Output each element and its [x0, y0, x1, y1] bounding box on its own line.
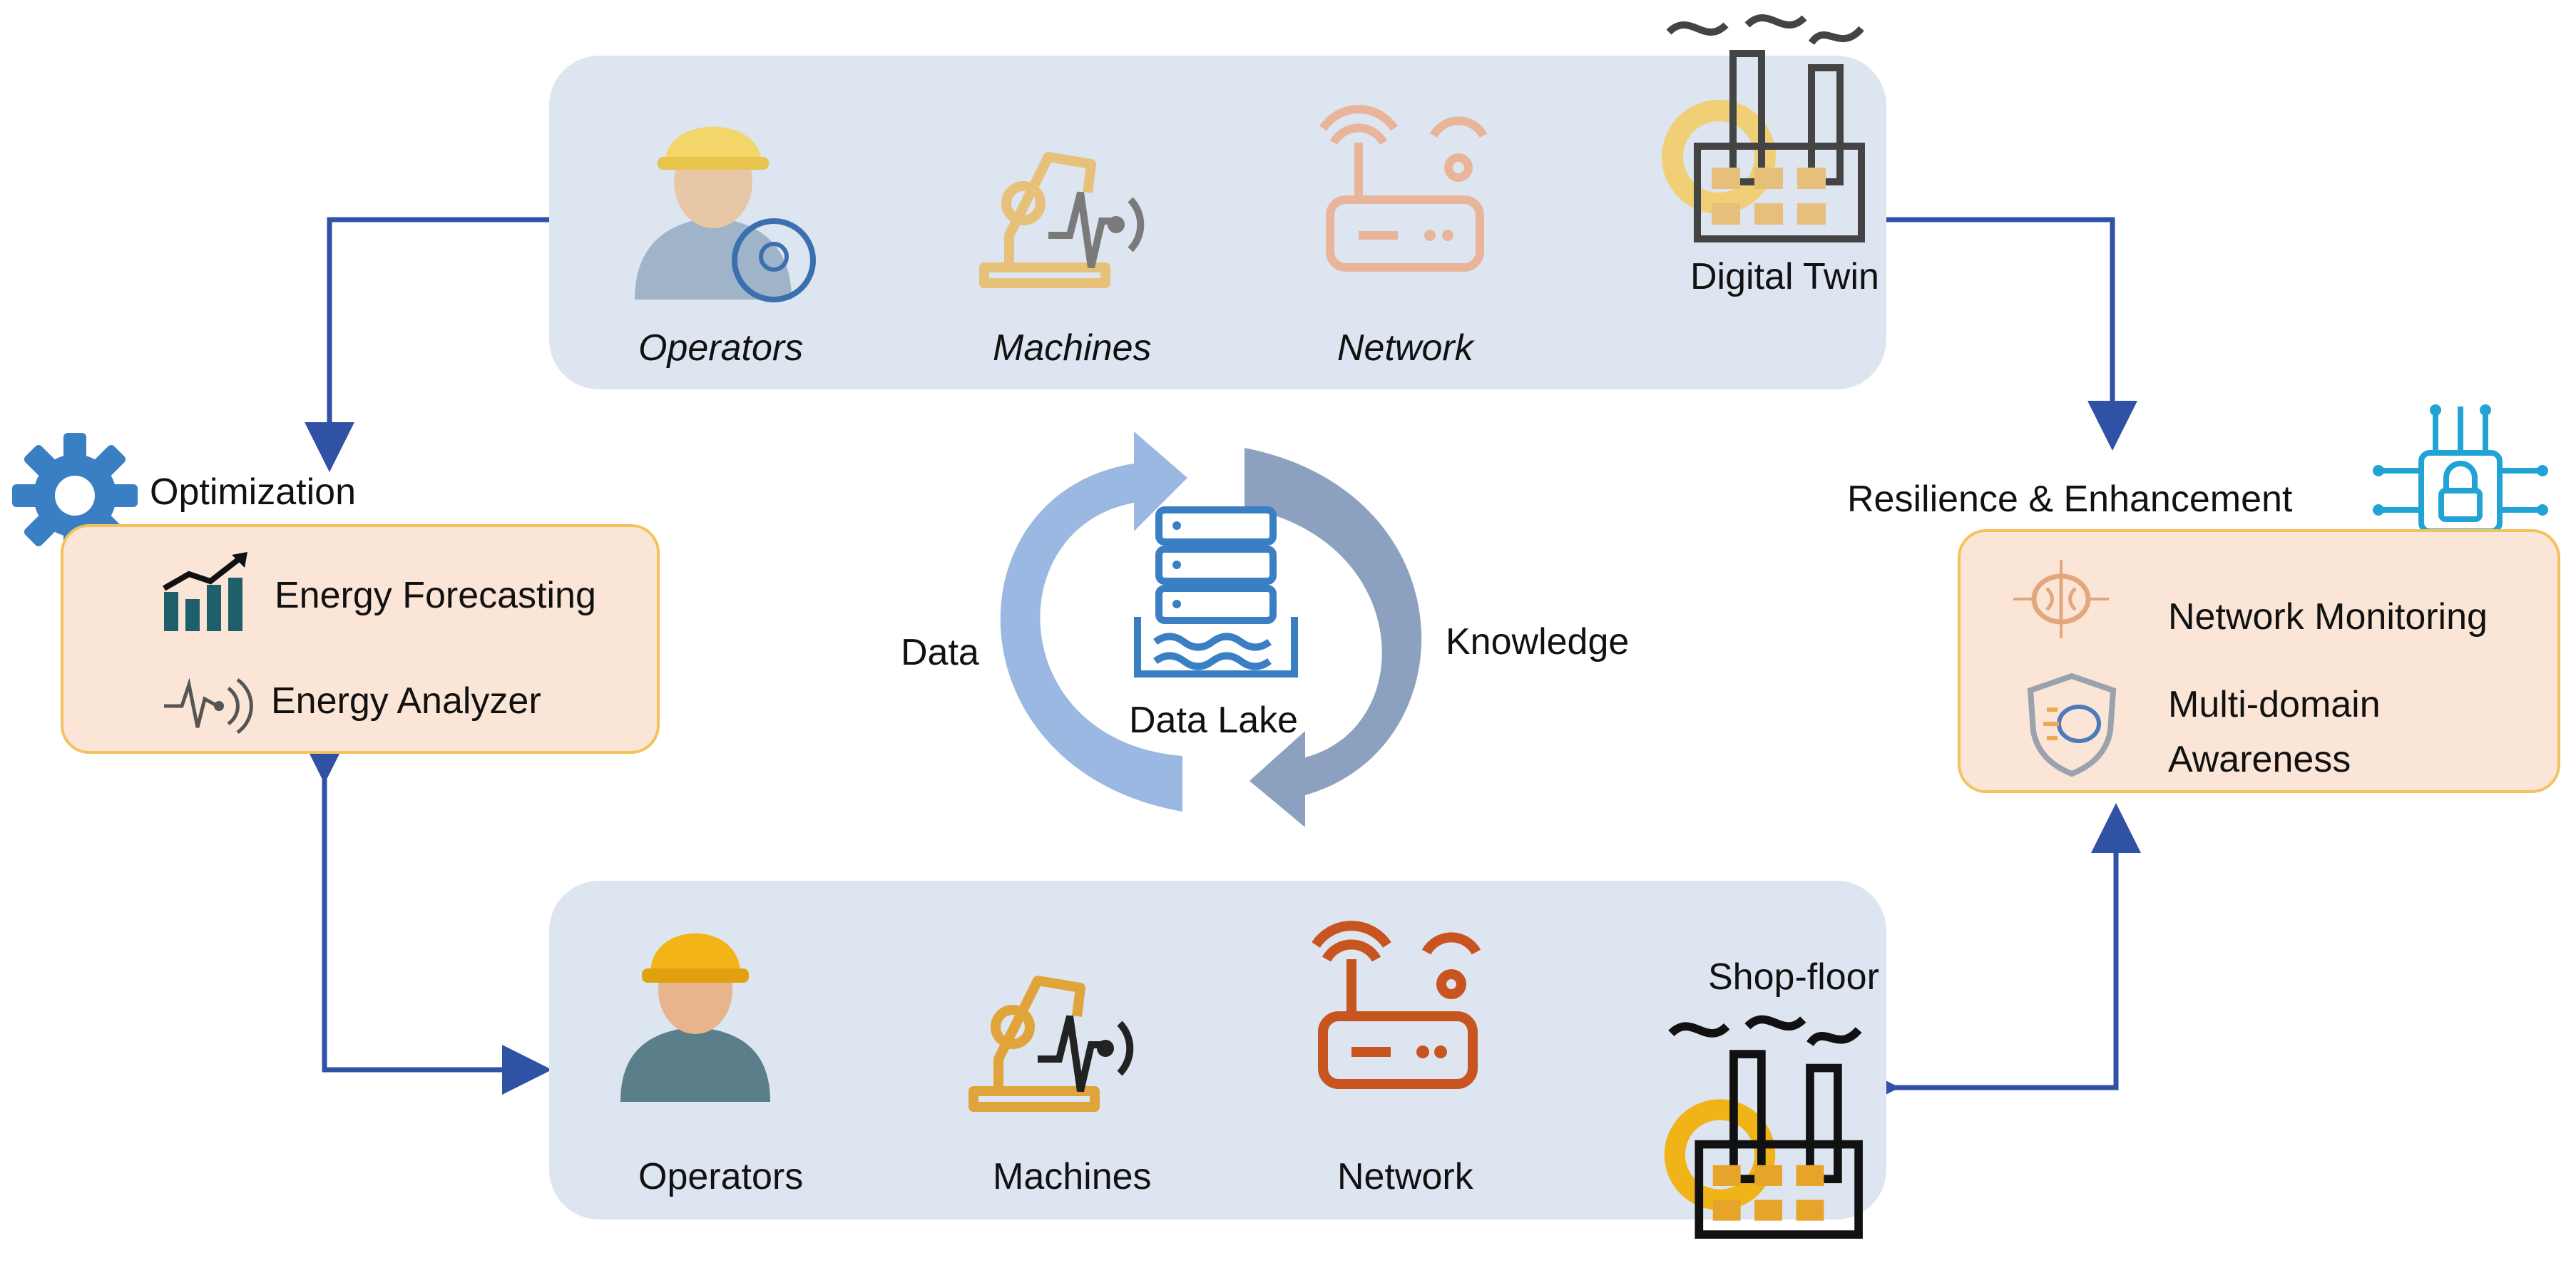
connector-shopfloor-to-resilience — [1850, 803, 2141, 1113]
growth-chart-icon — [163, 552, 247, 631]
factory-gear-icon — [1664, 1015, 1863, 1239]
pulse-signal-icon — [164, 678, 253, 735]
factory-gear-icon — [1662, 14, 1865, 242]
bottom-network-label: Network — [1337, 1156, 1473, 1197]
multi-domain-label-line1: Multi-domain — [2168, 684, 2381, 725]
bottom-operators-label: Operators — [638, 1156, 804, 1197]
shield-brain-icon — [2027, 673, 2117, 777]
shop-floor-title: Shop-floor — [1708, 956, 1879, 998]
data-flow-label: Data — [901, 632, 979, 673]
shop-floor-panel — [549, 881, 1886, 1220]
brain-network-icon — [2013, 560, 2109, 638]
resilience-box — [1958, 529, 2560, 793]
optimization-box — [61, 524, 660, 754]
digital-twin-title: Digital Twin — [1690, 256, 1879, 297]
wifi-router-icon — [1319, 105, 1488, 272]
optimization-title: Optimization — [150, 471, 356, 513]
wifi-router-icon — [1312, 921, 1481, 1089]
data-lake-icon — [1134, 506, 1298, 678]
bottom-machines-label: Machines — [993, 1156, 1152, 1197]
multi-domain-label-line2: Awareness — [2168, 739, 2351, 780]
energy-forecasting-label: Energy Forecasting — [275, 575, 596, 616]
network-monitoring-label: Network Monitoring — [2168, 596, 2488, 638]
connector-optimization-to-shopfloor — [300, 734, 552, 1095]
operator-mind-icon — [635, 126, 816, 302]
data-lake-label: Data Lake — [1129, 700, 1299, 741]
circuit-lock-icon — [2373, 404, 2548, 580]
resilience-title: Resilience & Enhancement — [1847, 479, 2293, 520]
energy-analyzer-label: Energy Analyzer — [271, 680, 541, 722]
operator-icon — [620, 933, 770, 1102]
top-operators-label: Operators — [638, 327, 804, 369]
connector-twin-to-optimization — [305, 217, 549, 472]
robot-arm-signal-icon — [979, 152, 1145, 288]
top-network-label: Network — [1337, 327, 1473, 369]
robot-arm-signal-icon — [968, 976, 1134, 1112]
connector-twin-to-resilience — [1886, 217, 2137, 451]
top-machines-label: Machines — [993, 327, 1152, 369]
knowledge-flow-label: Knowledge — [1446, 621, 1630, 663]
